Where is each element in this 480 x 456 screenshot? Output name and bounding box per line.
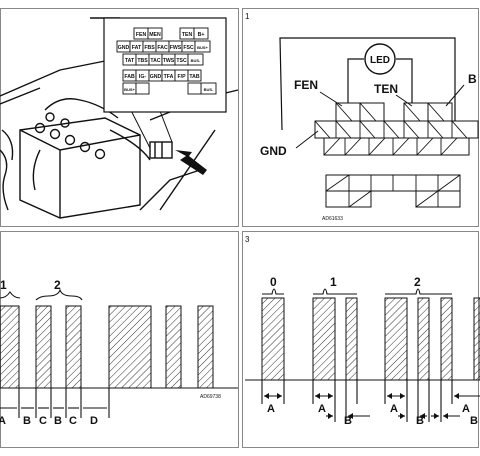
connector-leaders	[295, 84, 465, 149]
pin-gnd2: GND	[150, 74, 162, 80]
dim-a4-right: A	[462, 403, 470, 415]
label-ten: TEN	[374, 82, 398, 96]
group-0-label: 0	[270, 275, 277, 289]
connector-wiring	[279, 37, 456, 131]
label-gnd: GND	[260, 144, 287, 158]
panel-number-3: 3	[245, 235, 250, 244]
pin-bus-plus-b: BUS+	[124, 87, 135, 92]
pin-tat: TAT	[125, 58, 135, 64]
led-indicator: LED	[364, 43, 396, 75]
dim-c2-left: C	[69, 415, 77, 427]
dim-b2-left: B	[54, 415, 62, 427]
pin-fsc: FSC	[183, 45, 194, 51]
pin-fp: F/P	[177, 74, 186, 80]
panel-number-1: 1	[245, 12, 250, 21]
dim-b2-right: B	[416, 415, 424, 427]
connector-block	[314, 102, 479, 208]
pin-tfa: TFA	[164, 74, 174, 80]
pin-tab: TAB	[189, 74, 200, 80]
pin-tbs: TBS	[137, 58, 148, 64]
pin-bus-minus-b: BUS-	[204, 87, 214, 92]
dim-d-left: D	[90, 415, 98, 427]
pin-men: MEN	[149, 32, 161, 38]
pin-fbs: FBS	[144, 45, 155, 51]
code-tr: AD61633	[322, 216, 343, 222]
dim-a1-right: A	[267, 403, 275, 415]
dim-arrowheads	[264, 393, 459, 419]
pin-gnd: GND	[118, 45, 130, 51]
pin-tws: TWS	[163, 58, 175, 64]
dim-a-left: A	[0, 415, 6, 427]
pin-ten: TEN	[182, 32, 193, 38]
led-label: LED	[370, 55, 390, 66]
connector-inset: FEN MEN TEN B+ GND FAT FBS FAC FWS FSC B…	[103, 17, 227, 113]
pulses-right	[261, 297, 480, 381]
dim-b1-right: B	[344, 415, 352, 427]
dim-b-left: B	[23, 415, 31, 427]
dim-a3-right: A	[390, 403, 398, 415]
pin-fac: FAC	[157, 45, 168, 51]
pointer-arrow-icon	[175, 150, 207, 175]
pin-tac: TAC	[150, 58, 161, 64]
pulses-left-axis	[0, 288, 238, 418]
group-1-label: 1	[0, 278, 7, 292]
dim-c1-left: C	[39, 415, 47, 427]
dim-b3-right: B	[470, 415, 478, 427]
group-1-label-right: 1	[330, 275, 337, 289]
pin-tsc: TSC	[176, 58, 187, 64]
pin-bplus: B+	[198, 32, 205, 38]
pin-ig: IG-	[139, 74, 146, 80]
label-bplus: B	[468, 72, 477, 86]
group-2-label: 2	[54, 278, 61, 292]
label-fen: FEN	[294, 78, 318, 92]
pin-fat: FAT	[132, 45, 142, 51]
code-bl: AD69738	[200, 394, 221, 400]
dim-a2-right: A	[318, 403, 326, 415]
pin-busminus: BUS-	[191, 58, 201, 63]
connector-hatching	[314, 102, 468, 208]
pulses-left	[0, 305, 214, 389]
pin-fen: FEN	[136, 32, 147, 38]
group-2-label-right: 2	[414, 275, 421, 289]
pin-busplus: BUS+	[197, 45, 208, 50]
pin-fws: FWS	[170, 45, 182, 51]
pin-fab: FAB	[124, 74, 135, 80]
